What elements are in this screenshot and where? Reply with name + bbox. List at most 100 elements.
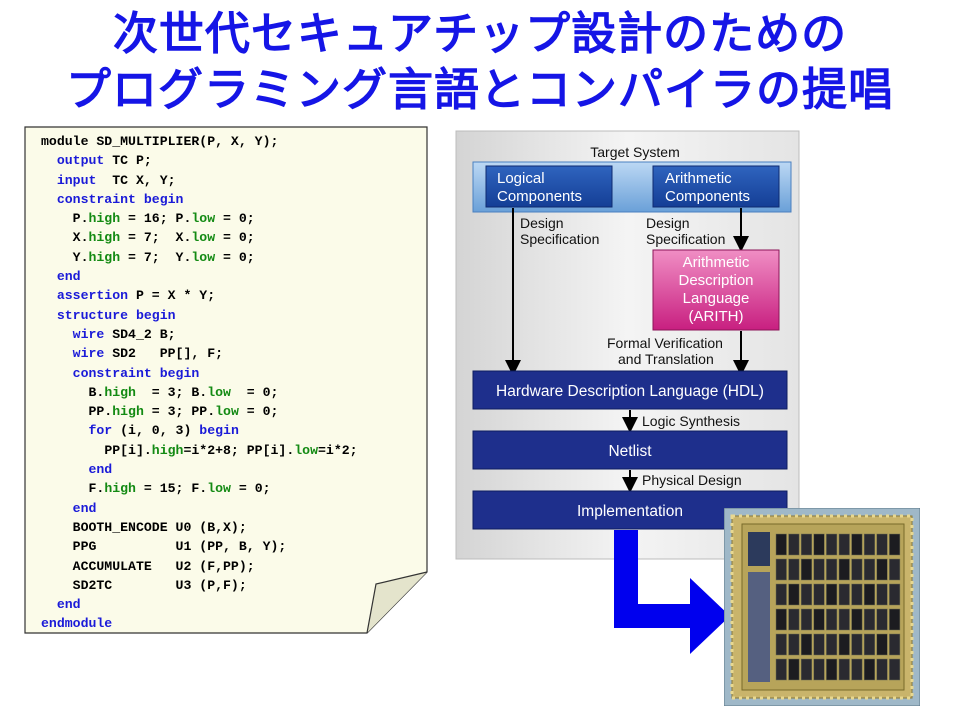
code-text: = 0; bbox=[230, 481, 271, 497]
chip-cell bbox=[838, 533, 850, 556]
code-attribute: high bbox=[104, 384, 136, 400]
chip-cell bbox=[775, 633, 787, 656]
chip-cell bbox=[889, 633, 901, 656]
chip-cell bbox=[800, 558, 812, 581]
chip-cell bbox=[788, 608, 800, 631]
chip-cell bbox=[826, 608, 838, 631]
chip-cell bbox=[813, 608, 825, 631]
design-spec-right-2: Specification bbox=[646, 231, 725, 247]
code-document: module SD_MULTIPLIER(P, X, Y); output TC… bbox=[24, 126, 428, 634]
chip-cell bbox=[889, 558, 901, 581]
chip-cell bbox=[838, 633, 850, 656]
code-text: = 7; Y. bbox=[120, 249, 192, 265]
chip-cell bbox=[838, 583, 850, 606]
code-line: P.high = 16; P.low = 0; bbox=[41, 211, 255, 226]
code-text: Y. bbox=[72, 249, 89, 265]
code-text: P = X * Y; bbox=[128, 288, 216, 304]
chip-cell bbox=[876, 558, 888, 581]
code-keyword: endmodule bbox=[41, 616, 113, 632]
code-line: input TC X, Y; bbox=[41, 173, 176, 188]
chip-cell bbox=[889, 658, 901, 681]
logical-components-label-1: Logical bbox=[497, 170, 545, 187]
code-keyword: end bbox=[72, 500, 97, 516]
chip-cell bbox=[800, 658, 812, 681]
code-text: BOOTH_ENCODE U0 (B,X); bbox=[72, 519, 247, 535]
chip-cell bbox=[838, 608, 850, 631]
code-line: output TC P; bbox=[41, 153, 152, 168]
code-keyword: assertion bbox=[56, 288, 129, 304]
arithmetic-components-label-2: Components bbox=[665, 188, 750, 205]
chip-cell bbox=[775, 658, 787, 681]
chip-cell bbox=[863, 658, 875, 681]
chip-cell bbox=[863, 583, 875, 606]
arith-language-box bbox=[652, 249, 780, 331]
arithmetic-components-label-1: Arithmetic bbox=[665, 170, 732, 187]
code-line: PP.high = 3; PP.low = 0; bbox=[41, 404, 278, 419]
code-attribute: high bbox=[104, 481, 136, 497]
code-attribute: high bbox=[151, 442, 184, 458]
code-line: PP[i].high=i*2+8; PP[i].low=i*2; bbox=[41, 442, 358, 458]
code-attribute: high bbox=[112, 404, 144, 420]
design-spec-right-1: Design bbox=[646, 215, 690, 231]
chip-cell bbox=[889, 583, 901, 606]
chip-cell bbox=[813, 583, 825, 606]
logical-components-box bbox=[485, 165, 613, 208]
code-text: = 15; F. bbox=[135, 481, 208, 497]
chip-cell bbox=[876, 658, 888, 681]
chip-cell bbox=[826, 658, 838, 681]
code-text: X. bbox=[72, 230, 89, 246]
chip-cell bbox=[851, 558, 863, 581]
code-line: BOOTH_ENCODE U0 (B,X); bbox=[41, 520, 247, 535]
code-text: TC P; bbox=[104, 153, 152, 169]
chip-cell bbox=[851, 583, 863, 606]
code-keyword: wire bbox=[72, 346, 105, 362]
chip-cell bbox=[826, 533, 838, 556]
chip-cell bbox=[851, 533, 863, 556]
chip-cell bbox=[775, 608, 787, 631]
code-text: PPG U1 (PP, B, Y); bbox=[72, 539, 287, 555]
code-line: end bbox=[41, 269, 81, 284]
code-text: = 0; bbox=[215, 249, 255, 265]
logic-synthesis-label: Logic Synthesis bbox=[642, 413, 740, 429]
code-keyword: end bbox=[56, 269, 81, 285]
code-keyword: constraint begin bbox=[56, 191, 184, 207]
chip-cell bbox=[813, 658, 825, 681]
code-text: =i*2; bbox=[318, 442, 358, 458]
chip-cell bbox=[775, 533, 787, 556]
code-line: ACCUMULATE U2 (F,PP); bbox=[41, 559, 255, 574]
code-line: wire SD4_2 B; bbox=[41, 327, 176, 342]
code-attribute: high bbox=[88, 249, 121, 265]
chip-cell bbox=[826, 633, 838, 656]
code-text: = 0; bbox=[215, 211, 255, 227]
code-line: end bbox=[41, 462, 112, 477]
code-text: (i, 0, 3) bbox=[112, 423, 200, 439]
chip-cell bbox=[876, 633, 888, 656]
code-keyword: constraint begin bbox=[72, 365, 200, 381]
code-line: end bbox=[41, 597, 81, 612]
code-line: assertion P = X * Y; bbox=[41, 288, 215, 303]
chip-cell bbox=[863, 608, 875, 631]
chip-cell bbox=[838, 558, 850, 581]
physical-design-label: Physical Design bbox=[642, 472, 742, 488]
chip-cell bbox=[788, 533, 800, 556]
chip-cell bbox=[851, 608, 863, 631]
chip-cell bbox=[826, 558, 838, 581]
chip-cell-array bbox=[775, 533, 901, 681]
code-keyword: input bbox=[56, 172, 97, 188]
code-text: SD2TC U3 (P,F); bbox=[72, 577, 247, 593]
implementation-label: Implementation bbox=[577, 503, 683, 520]
chip-cell bbox=[876, 533, 888, 556]
chip-cell bbox=[800, 583, 812, 606]
code-attribute: low bbox=[215, 404, 239, 420]
chip-cell bbox=[863, 533, 875, 556]
chip-cell bbox=[788, 558, 800, 581]
code-text: = 0; bbox=[230, 384, 279, 400]
code-line: B.high = 3; B.low = 0; bbox=[41, 385, 278, 400]
arith-label-2: Description bbox=[678, 272, 753, 289]
code-text: = 3; PP. bbox=[143, 404, 216, 420]
chip-cell bbox=[876, 608, 888, 631]
arithmetic-components-box bbox=[652, 165, 780, 208]
code-text: = 0; bbox=[215, 230, 255, 246]
code-line: module SD_MULTIPLIER(P, X, Y); bbox=[41, 134, 278, 149]
